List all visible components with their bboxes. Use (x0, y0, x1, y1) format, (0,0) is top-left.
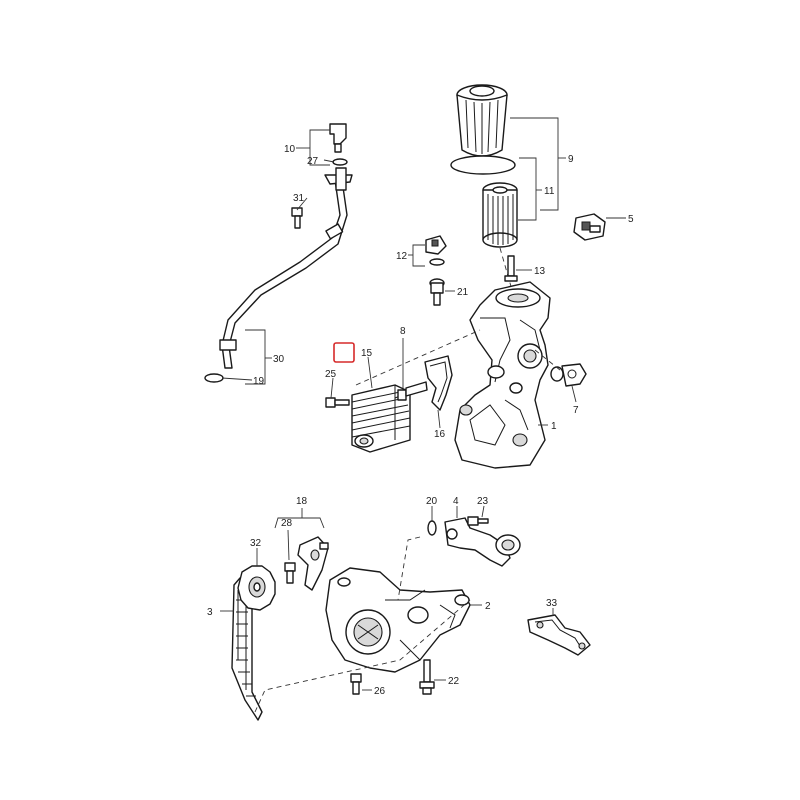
chain-sprocket-32 (237, 565, 276, 611)
seal-20 (427, 520, 437, 536)
callout-8: 8 (400, 326, 406, 337)
callout-9: 9 (568, 154, 574, 165)
callout-27: 27 (307, 156, 319, 167)
callout-16: 16 (434, 429, 446, 440)
bolt-26 (350, 673, 362, 695)
oil-baffle-33 (527, 614, 591, 656)
callout-21: 21 (457, 287, 469, 298)
callout-18: 18 (296, 496, 308, 507)
seal-19 (204, 373, 224, 383)
bolt-28 (284, 562, 296, 584)
oil-pressure-sender-21 (429, 278, 445, 306)
callout-23: 23 (477, 496, 489, 507)
callout-20: 20 (426, 496, 438, 507)
callout-11: 11 (544, 186, 555, 197)
callout-28: 28 (281, 518, 293, 529)
o-ring-27 (332, 158, 348, 166)
callout-33: 33 (546, 598, 558, 609)
callout-32: 32 (250, 538, 262, 549)
retaining-clip-5 (573, 213, 606, 241)
gasket-16 (424, 355, 453, 411)
callout-25: 25 (325, 369, 337, 380)
highlight-marker (333, 342, 355, 363)
callout-4: 4 (453, 496, 459, 507)
oil-pump-2 (325, 567, 471, 673)
bolt-8 (397, 381, 428, 401)
seal-rings-7 (550, 363, 587, 387)
callout-30: 30 (273, 354, 285, 365)
oil-cooler-15 (351, 384, 411, 453)
callout-1: 1 (551, 421, 557, 432)
dipstick-guide-tube (219, 179, 348, 369)
callout-12: 12 (396, 251, 408, 262)
pressure-switch-12 (425, 235, 447, 255)
callout-7: 7 (573, 405, 579, 416)
callout-19: 19 (253, 376, 265, 387)
callout-15: 15 (361, 348, 373, 359)
dipstick-handle (329, 123, 347, 153)
oil-suction-pipe-4 (444, 517, 521, 567)
callout-31: 31 (293, 193, 305, 204)
bolt-31 (291, 207, 303, 229)
bolt-25 (325, 397, 350, 408)
callout-26: 26 (374, 686, 386, 697)
seal-ring-12 (429, 258, 445, 266)
drain-valve-13 (504, 255, 518, 282)
callout-5: 5 (628, 214, 634, 225)
callout-2: 2 (485, 601, 491, 612)
bolt-22 (419, 659, 435, 695)
callout-13: 13 (534, 266, 546, 277)
chain-tensioner-18 (297, 536, 329, 591)
oil-filter-bracket-1 (454, 281, 551, 469)
bolt-23 (467, 516, 489, 526)
callout-10: 10 (284, 144, 296, 155)
filter-element (482, 182, 518, 248)
oil-filter-housing-cap (456, 84, 508, 157)
callout-3: 3 (207, 607, 213, 618)
o-ring-filter (450, 155, 516, 175)
callout-22: 22 (448, 676, 460, 687)
clip-tube-top (324, 167, 353, 191)
